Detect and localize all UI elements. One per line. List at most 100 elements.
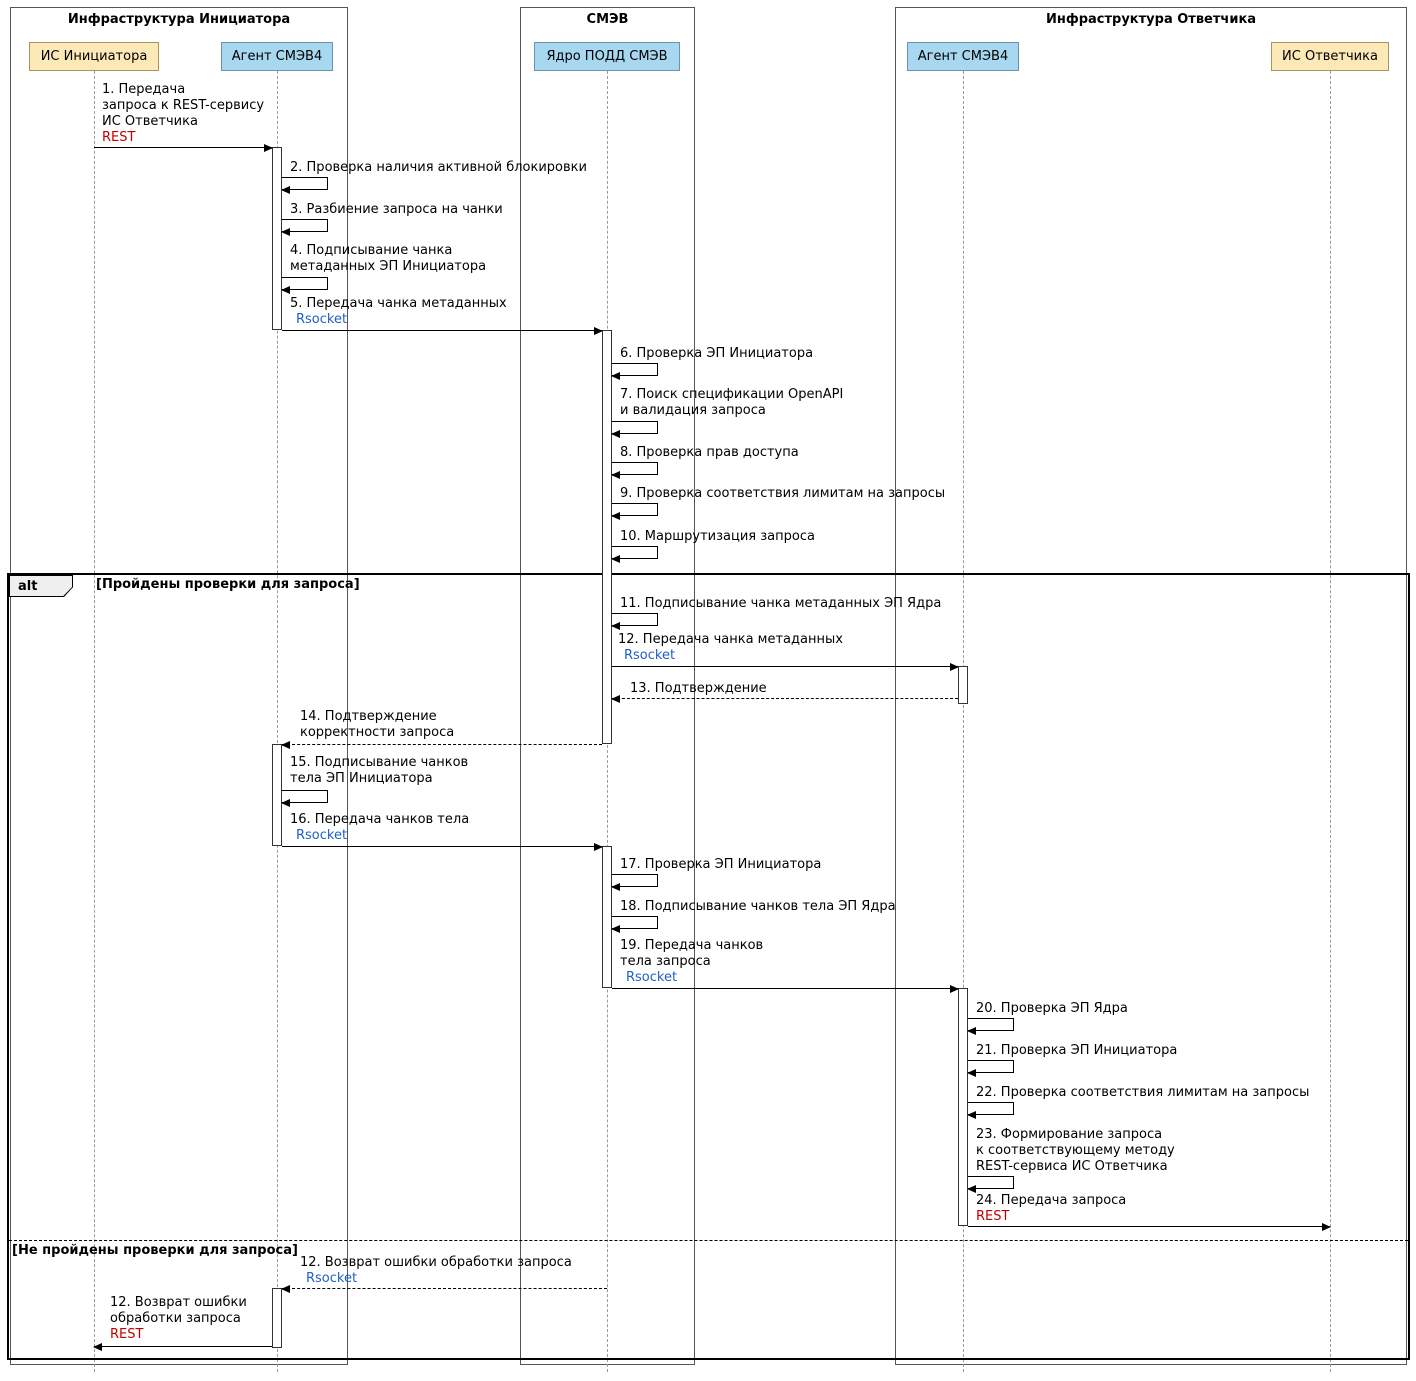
message-text-line: к соответствующему методу bbox=[976, 1143, 1175, 1158]
message-label-2: 2. Проверка наличия активной блокировки bbox=[290, 160, 587, 176]
message-text-line: корректности запроса bbox=[300, 725, 455, 740]
message-arrow-14 bbox=[281, 741, 602, 749]
message-text-line: 4. Подписывание чанка bbox=[290, 243, 453, 258]
frame-title: Инфраструктура Инициатора bbox=[67, 12, 291, 27]
message-text-line: 17. Проверка ЭП Инициатора bbox=[620, 857, 822, 872]
frame-responder-infrastructure: Инфраструктура Ответчика bbox=[895, 7, 1407, 1365]
message-arrow-error-core bbox=[281, 1285, 607, 1293]
arrowhead-left-icon bbox=[967, 1185, 976, 1193]
activation-bar bbox=[958, 666, 968, 704]
message-text-line: 10. Маршрутизация запроса bbox=[620, 529, 815, 544]
activation-bar bbox=[272, 1288, 282, 1348]
self-message-23 bbox=[967, 1176, 1014, 1193]
self-message-6 bbox=[611, 363, 658, 380]
participant-is-initiator: ИС Инициатора bbox=[29, 42, 159, 71]
message-text-line: и валидация запроса bbox=[620, 403, 766, 418]
message-label-4: 4. Подписывание чанка метаданных ЭП Иниц… bbox=[290, 243, 486, 275]
message-text-line: тела ЭП Инициатора bbox=[290, 771, 433, 786]
message-text-line: 9. Проверка соответствия лимитам на запр… bbox=[620, 486, 946, 501]
message-arrow-16 bbox=[282, 843, 603, 851]
alt-operator-tab: alt bbox=[9, 575, 73, 597]
message-label-22: 22. Проверка соответствия лимитам на зап… bbox=[976, 1085, 1309, 1101]
message-label-17: 17. Проверка ЭП Инициатора bbox=[620, 857, 821, 873]
self-message-7 bbox=[611, 421, 658, 438]
message-label-24: 24. Передача запроса REST bbox=[976, 1193, 1126, 1225]
message-text-line: 14. Подтверждение bbox=[300, 709, 437, 724]
lifeline-is-responder bbox=[1330, 71, 1331, 1372]
self-message-8 bbox=[611, 462, 658, 479]
message-arrow-24 bbox=[968, 1223, 1331, 1231]
self-message-17 bbox=[611, 874, 658, 891]
arrowhead-left-icon bbox=[281, 741, 290, 749]
message-text-line: 23. Формирование запроса bbox=[976, 1127, 1163, 1142]
participant-agent-smev4-responder: Агент СМЭВ4 bbox=[907, 42, 1019, 71]
message-arrow-19 bbox=[612, 985, 959, 993]
protocol-label-rsocket: Rsocket bbox=[306, 1271, 358, 1286]
activation-bar bbox=[272, 744, 282, 846]
message-label-10: 10. Маршрутизация запроса bbox=[620, 529, 815, 545]
protocol-label-rsocket: Rsocket bbox=[296, 312, 348, 327]
message-label-16: 16. Передача чанков тела Rsocket bbox=[290, 812, 469, 844]
activation-bar bbox=[958, 988, 968, 1226]
protocol-label-rest: REST bbox=[110, 1327, 144, 1342]
message-text-line: 11. Подписывание чанка метаданных ЭП Ядр… bbox=[620, 596, 942, 611]
message-text-line: 13. Подтверждение bbox=[630, 681, 767, 696]
alt-else-divider bbox=[9, 1240, 1408, 1241]
message-label-21: 21. Проверка ЭП Инициатора bbox=[976, 1043, 1177, 1059]
arrowhead-left-icon bbox=[281, 799, 290, 807]
self-message-10 bbox=[611, 546, 658, 563]
message-text-line: 21. Проверка ЭП Инициатора bbox=[976, 1043, 1178, 1058]
message-label-20: 20. Проверка ЭП Ядра bbox=[976, 1001, 1128, 1017]
message-label-15: 15. Подписывание чанков тела ЭП Инициато… bbox=[290, 755, 468, 787]
message-label-8: 8. Проверка прав доступа bbox=[620, 445, 799, 461]
message-arrow-12 bbox=[612, 663, 959, 671]
arrowhead-right-icon bbox=[950, 985, 959, 993]
message-text-line: 12. Возврат ошибки bbox=[110, 1295, 247, 1310]
message-text-line: 2. Проверка наличия активной блокировки bbox=[290, 160, 587, 175]
arrowhead-left-icon bbox=[611, 883, 620, 891]
arrowhead-right-icon bbox=[950, 663, 959, 671]
arrowhead-left-icon bbox=[967, 1111, 976, 1119]
protocol-label-rsocket: Rsocket bbox=[624, 648, 676, 663]
self-message-21 bbox=[967, 1060, 1014, 1077]
message-text-line: 7. Поиск спецификации OpenAPI bbox=[620, 387, 844, 402]
message-label-6: 6. Проверка ЭП Инициатора bbox=[620, 346, 813, 362]
message-text-line: 19. Передача чанков bbox=[620, 938, 764, 953]
message-text-line: 1. Передача bbox=[102, 82, 186, 97]
arrowhead-left-icon bbox=[611, 695, 620, 703]
activation-bar bbox=[602, 330, 612, 744]
message-text-line: 15. Подписывание чанков bbox=[290, 755, 469, 770]
message-text-line: метаданных ЭП Инициатора bbox=[290, 259, 487, 274]
self-message-4 bbox=[281, 277, 328, 294]
message-text-line: REST-сервиса ИС Ответчика bbox=[976, 1159, 1168, 1174]
message-text-line: 3. Разбиение запроса на чанки bbox=[290, 202, 503, 217]
message-arrow-1 bbox=[94, 144, 273, 152]
self-message-20 bbox=[967, 1018, 1014, 1035]
arrowhead-right-icon bbox=[1322, 1223, 1331, 1231]
self-message-22 bbox=[967, 1102, 1014, 1119]
protocol-label-rsocket: Rsocket bbox=[626, 970, 678, 985]
arrowhead-left-icon bbox=[281, 186, 290, 194]
protocol-label-rest: REST bbox=[976, 1209, 1010, 1224]
message-label-11: 11. Подписывание чанка метаданных ЭП Ядр… bbox=[620, 596, 941, 612]
participant-is-responder: ИС Ответчика bbox=[1271, 42, 1389, 71]
message-arrow-5 bbox=[282, 327, 603, 335]
arrowhead-left-icon bbox=[281, 1285, 290, 1293]
alt-condition-fail: [Не пройдены проверки для запроса] bbox=[12, 1243, 298, 1258]
message-label-7: 7. Поиск спецификации OpenAPI и валидаци… bbox=[620, 387, 843, 419]
arrowhead-left-icon bbox=[611, 471, 620, 479]
activation-bar bbox=[602, 846, 612, 988]
message-label-19: 19. Передача чанков тела запроса Rsocket bbox=[620, 938, 763, 986]
arrowhead-right-icon bbox=[594, 327, 603, 335]
arrowhead-left-icon bbox=[281, 286, 290, 294]
arrowhead-left-icon bbox=[611, 430, 620, 438]
self-message-11 bbox=[611, 613, 658, 630]
self-message-18 bbox=[611, 916, 658, 933]
protocol-label-rest: REST bbox=[102, 130, 136, 145]
arrowhead-left-icon bbox=[281, 228, 290, 236]
arrowhead-left-icon bbox=[611, 622, 620, 630]
message-label-3: 3. Разбиение запроса на чанки bbox=[290, 202, 503, 218]
message-label-12: 12. Передача чанка метаданных Rsocket bbox=[618, 632, 843, 664]
message-label-error-agent: 12. Возврат ошибки обработки запроса RES… bbox=[110, 1295, 247, 1343]
